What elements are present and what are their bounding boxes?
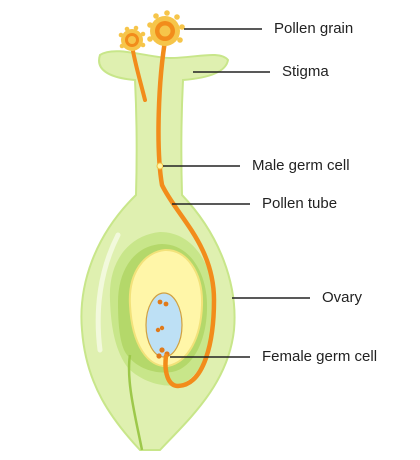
pollen-grain-small [118,25,146,51]
stigma-label: Stigma [282,63,329,80]
pollen-tube [156,32,217,389]
polar-nucleus-dot [163,301,169,307]
female-germ-cell-label: Female germ cell [262,348,378,365]
antipodal-dot [159,325,165,331]
male-germ-cell [156,162,164,170]
ovary-label: Ovary [322,289,363,306]
pollen-grain-label: Pollen grain [274,20,354,37]
embryo-sac [145,292,183,358]
female-germ-cell-dot [156,353,162,359]
male-germ-cell-label: Male germ cell [252,157,350,174]
antipodal-dot [155,327,161,333]
ovary-highlight [95,232,121,353]
pollen-tube-label: Pollen tube [262,195,338,212]
ovary-stalk [127,354,144,451]
female-germ-cell-dot [159,347,165,353]
pollen-grain-large [147,10,185,46]
polar-nucleus-dot [157,299,163,305]
